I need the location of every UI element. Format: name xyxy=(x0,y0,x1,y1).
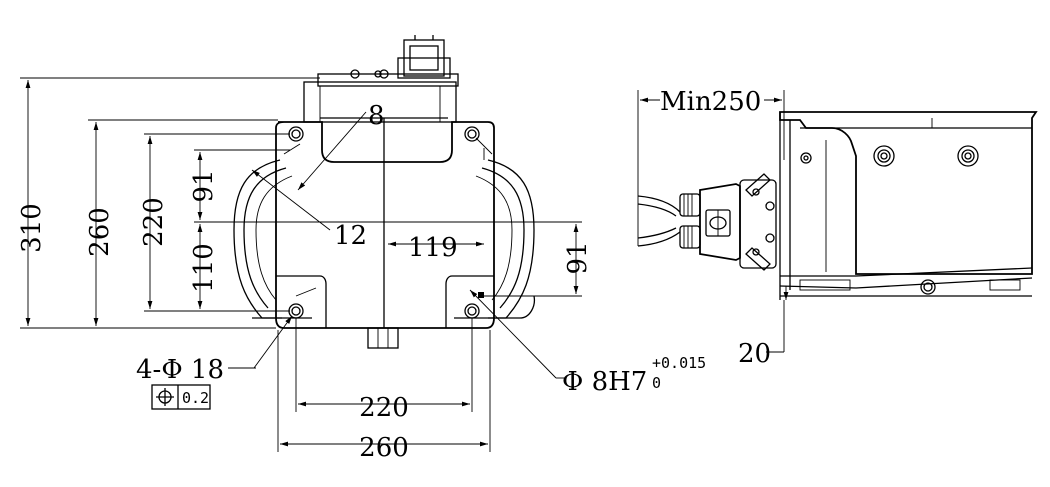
pin-hole-spec: Φ 8H7 xyxy=(562,367,647,397)
hole-spec: 4-Φ 18 xyxy=(136,355,224,385)
dim-20: 20 xyxy=(738,339,771,369)
position-tolerance-frame: 0.2 xyxy=(151,384,211,410)
arm-body xyxy=(779,111,1038,300)
dim-min250: Min250 xyxy=(660,87,761,117)
front-view: 310 260 220 91 110 91 8 12 119 220 260 4… xyxy=(17,35,706,463)
position-tolerance-value: 0.2 xyxy=(182,389,209,407)
callout-8: 8 xyxy=(368,101,385,131)
dim-310: 310 xyxy=(17,203,47,253)
dim-91-upper: 91 xyxy=(189,169,219,202)
dim-220-width: 220 xyxy=(359,393,409,423)
cables xyxy=(637,195,681,247)
dim-91-right: 91 xyxy=(563,241,593,274)
top-connector xyxy=(303,35,459,123)
callout-12: 12 xyxy=(334,221,367,251)
dim-119: 119 xyxy=(408,233,458,263)
side-view: Min250 xyxy=(637,87,1038,369)
side-connector xyxy=(679,173,777,271)
pin-tol-lower: 0 xyxy=(652,374,661,392)
pin-tol-upper: +0.015 xyxy=(652,354,706,372)
main-body xyxy=(275,117,495,349)
position-symbol-icon xyxy=(156,388,174,406)
dim-220-height: 220 xyxy=(139,197,169,247)
dim-260-height: 260 xyxy=(85,207,115,257)
dim-260-width: 260 xyxy=(359,433,409,463)
front-dimension-lines xyxy=(20,77,582,452)
dim-110: 110 xyxy=(189,243,219,293)
